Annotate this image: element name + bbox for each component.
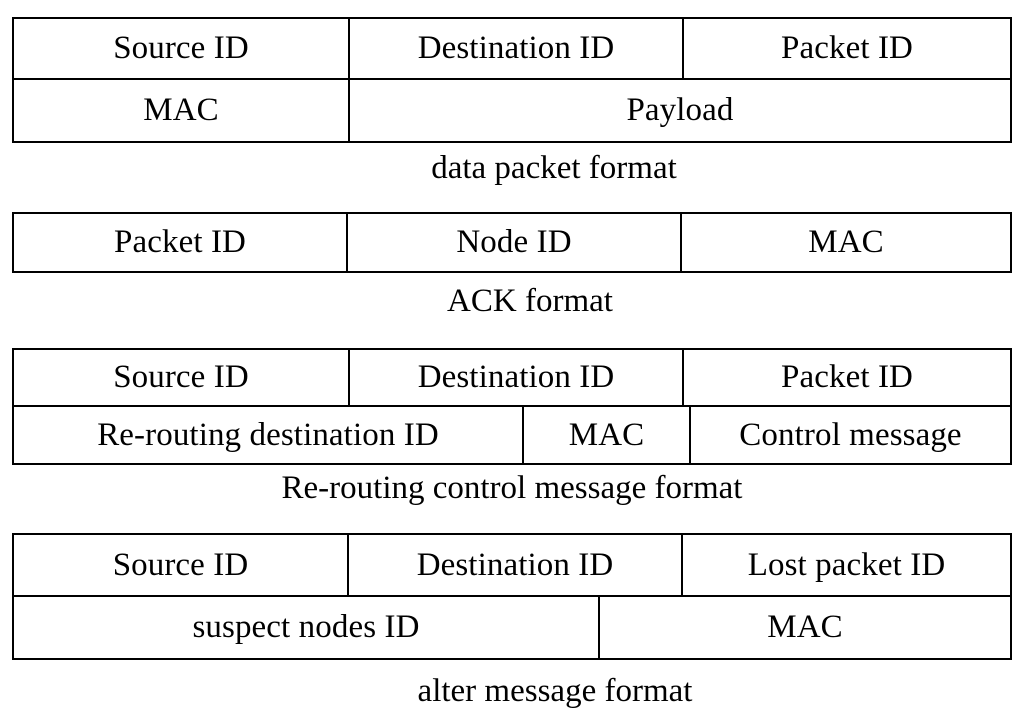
field-packet-id: Packet ID: [682, 350, 1010, 405]
field-payload: Payload: [348, 80, 1010, 141]
caption-data-packet-format: data packet format: [431, 150, 677, 186]
field-destination-id: Destination ID: [348, 350, 682, 405]
field-node-id: Node ID: [346, 214, 680, 271]
table-row: Source ID Destination ID Lost packet ID: [14, 535, 1010, 597]
table-row: MAC Payload: [14, 80, 1010, 141]
table-row: Re-routing destination ID MAC Control me…: [14, 407, 1010, 463]
field-rerouting-destination-id: Re-routing destination ID: [97, 416, 439, 453]
field-destination-id: Destination ID: [347, 535, 681, 595]
field-source-id: Source ID: [113, 30, 249, 67]
caption-ack-format: ACK format: [447, 283, 613, 319]
field-packet-id: Packet ID: [682, 19, 1010, 78]
field-mac: MAC: [143, 92, 219, 129]
caption-rerouting-control-message-format: Re-routing control message format: [281, 470, 743, 506]
table-row: Source ID Destination ID Packet ID: [14, 19, 1010, 80]
field-mac: MAC: [598, 597, 1010, 658]
data-packet-format-table: Source ID Destination ID Packet ID MAC P…: [12, 17, 1012, 143]
field-source-id: Source ID: [113, 359, 249, 396]
alter-message-format-table: Source ID Destination ID Lost packet ID …: [12, 533, 1012, 660]
field-packet-id: Packet ID: [114, 224, 246, 261]
field-mac: MAC: [680, 214, 1010, 271]
table-row: suspect nodes ID MAC: [14, 597, 1010, 658]
rerouting-control-message-format-table: Source ID Destination ID Packet ID Re-ro…: [12, 348, 1012, 465]
field-suspect-nodes-id: suspect nodes ID: [192, 609, 420, 646]
field-lost-packet-id: Lost packet ID: [681, 535, 1010, 595]
table-row: Source ID Destination ID Packet ID: [14, 350, 1010, 407]
table-row: Packet ID Node ID MAC: [14, 214, 1010, 271]
field-source-id: Source ID: [112, 546, 249, 583]
field-destination-id: Destination ID: [348, 19, 682, 78]
field-control-message: Control message: [689, 407, 1010, 463]
field-mac: MAC: [522, 407, 689, 463]
caption-alter-message-format: alter message format: [417, 673, 693, 709]
ack-format-table: Packet ID Node ID MAC: [12, 212, 1012, 273]
